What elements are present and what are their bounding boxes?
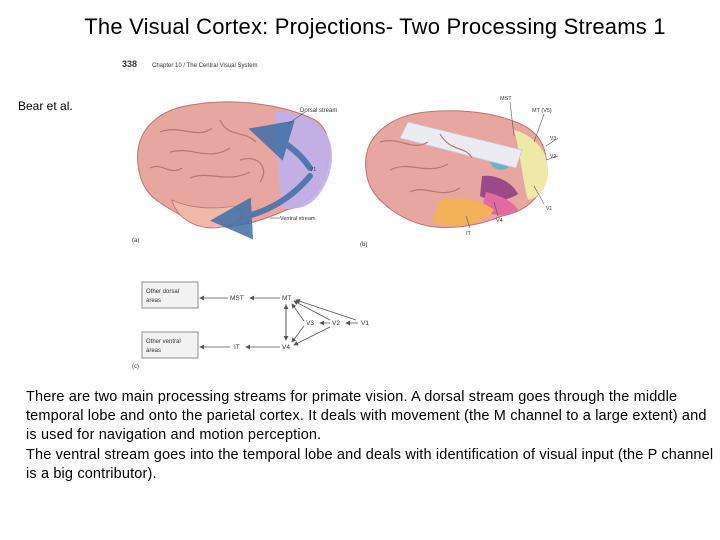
- panel-b-mt-label: MT (V5): [532, 108, 552, 114]
- panel-b-v3-label: V3: [550, 136, 556, 142]
- body-paragraph-dorsal: There are two main processing streams fo…: [26, 388, 716, 446]
- visual-streams-figure: 338 Chapter 10 / The Central Visual Syst…: [110, 50, 570, 370]
- other-dorsal-areas-line1: Other dorsal: [146, 289, 179, 295]
- panel-a-letter: (a): [132, 238, 139, 244]
- other-dorsal-areas-line2: areas: [146, 298, 161, 304]
- panel-c-diagram: Other dorsal areas Other ventral areas M…: [132, 282, 369, 370]
- figure-credit: Bear et al.: [18, 99, 73, 113]
- panel-b-mst-label: MST: [500, 96, 512, 102]
- node-mt: MT: [282, 295, 291, 302]
- node-v4: V4: [282, 344, 290, 351]
- ventral-stream-label: Ventral stream: [280, 216, 316, 222]
- panel-b-v2-label: V2: [550, 154, 556, 160]
- panel-b-v1-label: V1: [546, 206, 552, 212]
- panel-b-v4-label: V4: [496, 218, 503, 224]
- body-paragraph-ventral: The ventral stream goes into the tempora…: [26, 446, 716, 484]
- other-ventral-areas-line2: areas: [146, 348, 161, 354]
- node-mst: MST: [230, 295, 244, 302]
- panel-a-v1-label: V1: [310, 167, 316, 173]
- other-ventral-areas-box: [142, 332, 198, 358]
- other-dorsal-areas-box: [142, 282, 198, 308]
- body-text: There are two main processing streams fo…: [26, 388, 716, 484]
- node-v1: V1: [361, 320, 369, 327]
- panel-a-brain: Dorsal stream V1 Ventral stream (a): [132, 102, 337, 244]
- node-v3: V3: [306, 320, 314, 327]
- book-page-number: 338: [122, 59, 137, 69]
- dorsal-stream-label: Dorsal stream: [300, 108, 337, 114]
- panel-b-it-label: IT: [466, 231, 472, 237]
- slide-title: The Visual Cortex: Projections- Two Proc…: [0, 14, 720, 40]
- node-v2: V2: [332, 320, 340, 327]
- panel-b-brain: MST MT (V5) V3 V2 V1 V4 IT (b): [360, 96, 558, 248]
- book-chapter-heading: Chapter 10 / The Central Visual System: [152, 63, 258, 69]
- panel-b-letter: (b): [360, 242, 367, 248]
- panel-c-letter: (c): [132, 364, 139, 370]
- node-it: IT: [234, 344, 240, 351]
- other-ventral-areas-line1: Other ventral: [146, 339, 181, 345]
